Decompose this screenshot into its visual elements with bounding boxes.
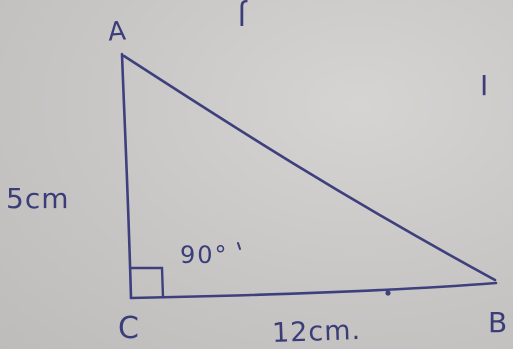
stray-mark-top: J [238, 0, 248, 32]
side-ab-hypotenuse [122, 54, 497, 282]
ink-dot [385, 290, 391, 296]
vertex-a-label: A [107, 16, 127, 47]
right-angle-marker [129, 266, 165, 299]
vertex-c-label: C [118, 311, 139, 346]
degree-tick [237, 242, 241, 250]
stray-mark-right: I [480, 69, 488, 102]
side-ac [120, 52, 133, 300]
side-ac-length-label: 5cm [6, 182, 69, 215]
vertex-b-label: B [488, 306, 507, 339]
side-cb [129, 281, 498, 300]
side-cb-length-label: 12cm. [271, 315, 361, 349]
angle-c-label: 90° [180, 241, 229, 269]
